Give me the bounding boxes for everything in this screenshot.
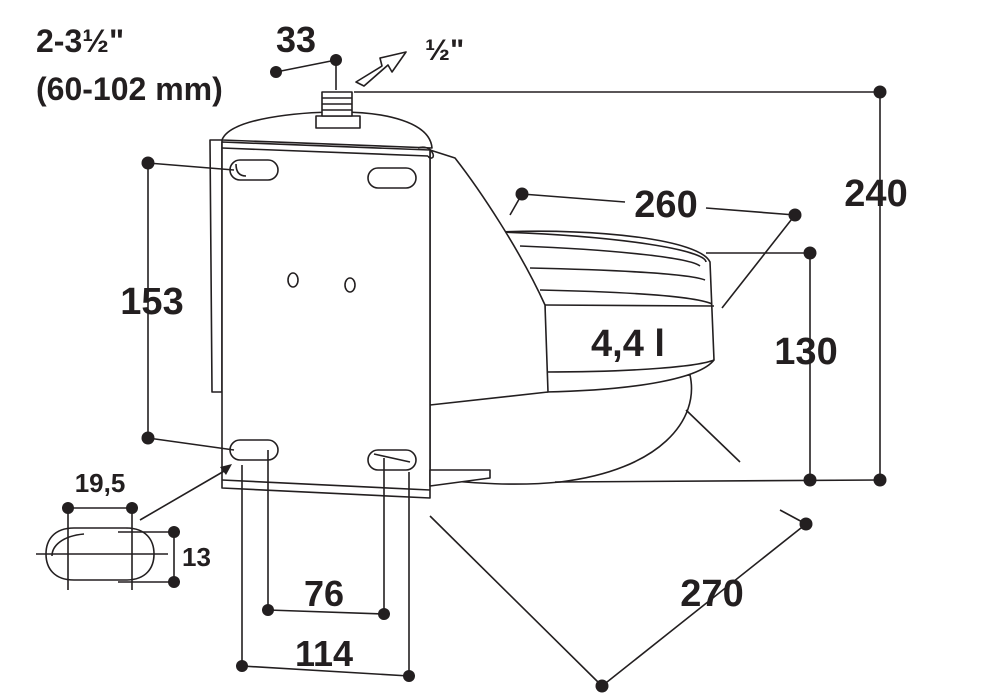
inlet-fitting (315, 91, 361, 129)
slot-detail (36, 502, 180, 590)
slot-bottom-left (229, 439, 279, 461)
dim-plate-width: 114 (295, 633, 353, 674)
dim-total-height: 240 (844, 173, 907, 215)
dim-hole-spacing-vertical: 153 (120, 281, 183, 323)
dim-total-depth: 270 (680, 573, 743, 615)
volume-label: 4,4 l (591, 323, 665, 365)
inlet-size-label: ½" (425, 34, 464, 67)
dim-inlet-offset: 33 (276, 19, 316, 60)
dim-hole-spacing-inner: 76 (304, 573, 344, 614)
dimension-lines (139, 54, 887, 693)
dim-slot-height: 13 (182, 542, 211, 572)
dim-slot-length: 19,5 (75, 468, 126, 498)
slot-bottom-right (367, 449, 417, 471)
dim-bowl-width: 260 (634, 184, 697, 226)
hole-left (287, 272, 299, 288)
inlet-arrow: ½" (355, 34, 464, 87)
slot-top-right (367, 167, 417, 189)
pipe-size-metric-label: (60-102 mm) (36, 71, 223, 107)
mounting-plate (209, 111, 491, 499)
pipe-size-label: 2-3½" (36, 23, 124, 59)
bowl: 4,4 l (429, 149, 715, 485)
dim-bowl-height: 130 (774, 331, 837, 373)
hole-right (344, 277, 356, 293)
